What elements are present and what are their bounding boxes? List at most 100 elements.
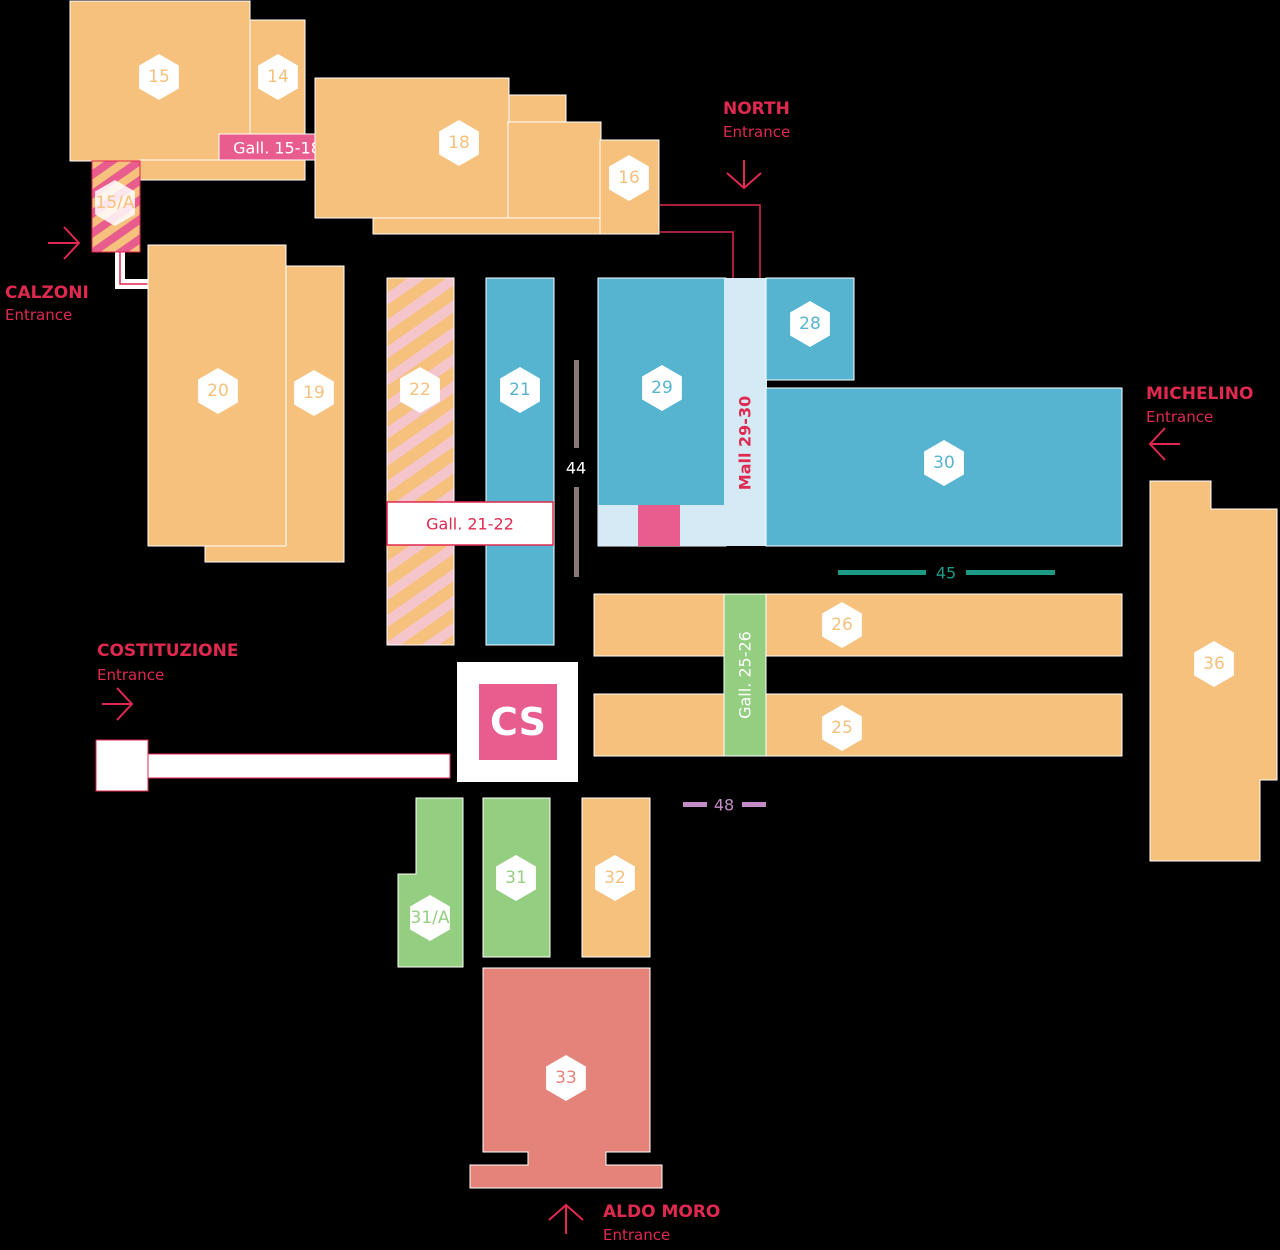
gallery-15-18[interactable]: Gall. 15-18	[218, 133, 331, 161]
arrow-right-icon	[48, 226, 81, 260]
walkway-45-label: 45	[936, 564, 956, 583]
hex-marker-22: 22	[400, 367, 440, 413]
pavilion-number: 30	[933, 453, 955, 473]
hex-marker-30: 30	[924, 440, 964, 486]
walkway-45: 45	[838, 564, 1055, 583]
pavilion-number: 14	[267, 67, 289, 87]
hexagon-icon	[400, 367, 440, 413]
pavilion-29[interactable]	[597, 277, 727, 547]
hexagon-icon	[410, 895, 450, 941]
entrance-aldo-moro-name: ALDO MORO	[603, 1202, 720, 1222]
gallery-21-22-label: Gall. 21-22	[426, 515, 514, 534]
hex-marker-31a: 31/A	[410, 895, 450, 941]
pavilion-21[interactable]	[485, 277, 555, 646]
hex-marker-15a: 15/A	[95, 180, 135, 226]
pavilion-number: 29	[651, 378, 673, 398]
entrance-costituzione[interactable]: COSTITUZIONE Entrance	[97, 641, 238, 721]
pavilion-number: 15	[148, 67, 170, 87]
hex-marker-26: 26	[822, 602, 862, 648]
hex-marker-32: 32	[595, 855, 635, 901]
hexagon-icon	[822, 602, 862, 648]
pavilion-number: 28	[799, 314, 821, 334]
hexagon-icon	[139, 54, 179, 100]
entrance-michelino-sub: Entrance	[1146, 408, 1213, 426]
hexagon-icon	[546, 1055, 586, 1101]
hexagon-icon	[198, 368, 238, 414]
service-center-label: CS	[490, 700, 546, 744]
hexagon-icon	[595, 855, 635, 901]
pavilion-number: 22	[409, 380, 431, 400]
entrance-michelino-name: MICHELINO	[1146, 384, 1253, 404]
hexagon-icon	[1194, 641, 1234, 687]
hex-marker-36: 36	[1194, 641, 1234, 687]
mall-29-30-label: Mall 29-30	[736, 396, 755, 490]
service-center[interactable]: CS	[457, 662, 578, 782]
hexagon-icon	[294, 370, 334, 416]
entrance-aldo-moro[interactable]: ALDO MORO Entrance	[548, 1202, 720, 1244]
hexagon-icon	[642, 365, 682, 411]
hexagon-icon	[95, 180, 135, 226]
walkway-48: 48	[683, 796, 766, 815]
entrance-calzoni[interactable]: CALZONI Entrance	[5, 226, 89, 324]
walkway-44: 44	[566, 360, 586, 577]
entrance-north-name: NORTH	[723, 99, 790, 119]
pavilion-number: 21	[509, 380, 531, 400]
hex-marker-21: 21	[500, 367, 540, 413]
gallery-15-18-label: Gall. 15-18	[233, 139, 321, 158]
entrance-michelino[interactable]: MICHELINO Entrance	[1146, 384, 1253, 461]
hex-marker-25: 25	[822, 705, 862, 751]
mall-29-30[interactable]: Mall 29-30	[724, 278, 767, 546]
connector-lines	[115, 204, 761, 289]
pavilion-number: 31/A	[411, 908, 450, 928]
entrance-north[interactable]: NORTH Entrance	[723, 99, 790, 190]
entrance-north-sub: Entrance	[723, 123, 790, 141]
hexagon-icon	[609, 155, 649, 201]
hexagon-icon	[790, 301, 830, 347]
gallery-21-22[interactable]: Gall. 21-22	[386, 501, 554, 546]
hex-marker-29: 29	[642, 365, 682, 411]
pavilion-number: 32	[604, 868, 626, 888]
entrance-aldo-moro-sub: Entrance	[603, 1226, 670, 1244]
hex-marker-15: 15	[139, 54, 179, 100]
hex-marker-31: 31	[496, 855, 536, 901]
pavilion-number: 16	[618, 168, 640, 188]
arrow-up-icon	[548, 1203, 584, 1234]
entrance-calzoni-name: CALZONI	[5, 283, 89, 303]
hexagon-icon	[496, 855, 536, 901]
walkway-48-label: 48	[714, 796, 734, 815]
pavilion-number: 26	[831, 615, 853, 635]
arrow-left-icon	[1148, 427, 1180, 461]
hex-marker-28: 28	[790, 301, 830, 347]
entrance-calzoni-sub: Entrance	[5, 306, 72, 324]
walkway-44-label: 44	[566, 459, 586, 478]
hex-marker-20: 20	[198, 368, 238, 414]
hex-marker-19: 19	[294, 370, 334, 416]
hexagon-icon	[500, 367, 540, 413]
entrance-costituzione-name: COSTITUZIONE	[97, 641, 238, 661]
hex-marker-18: 18	[439, 120, 479, 166]
arrow-right-icon	[102, 687, 134, 721]
pavilion-number: 36	[1203, 654, 1225, 674]
pavilion-number: 15/A	[96, 193, 135, 213]
arrow-down-icon	[726, 160, 762, 190]
pavilion-22[interactable]	[386, 277, 455, 646]
hexagon-icon	[924, 440, 964, 486]
pavilion-31a[interactable]	[397, 797, 464, 968]
hex-marker-33: 33	[546, 1055, 586, 1101]
hex-marker-16: 16	[609, 155, 649, 201]
gallery-25-26[interactable]: Gall. 25-26	[723, 593, 767, 757]
hexagon-icon	[258, 54, 298, 100]
hexagon-icon	[822, 705, 862, 751]
entrance-costituzione-sub: Entrance	[97, 666, 164, 684]
costituzione-walkway	[95, 739, 451, 792]
pavilion-number: 25	[831, 718, 853, 738]
pavilion-number: 33	[555, 1068, 577, 1088]
pavilion-number: 20	[207, 381, 229, 401]
pavilion-number: 31	[505, 868, 527, 888]
pavilion-number: 19	[303, 383, 325, 403]
hexagon-icon	[439, 120, 479, 166]
hex-marker-14: 14	[258, 54, 298, 100]
gallery-25-26-label: Gall. 25-26	[736, 631, 755, 719]
pavilion-markers: 15 14 18 16 15/A 20 19 22 21 29 28 30 26 25 36 31 31/A 32…	[95, 54, 1234, 1101]
